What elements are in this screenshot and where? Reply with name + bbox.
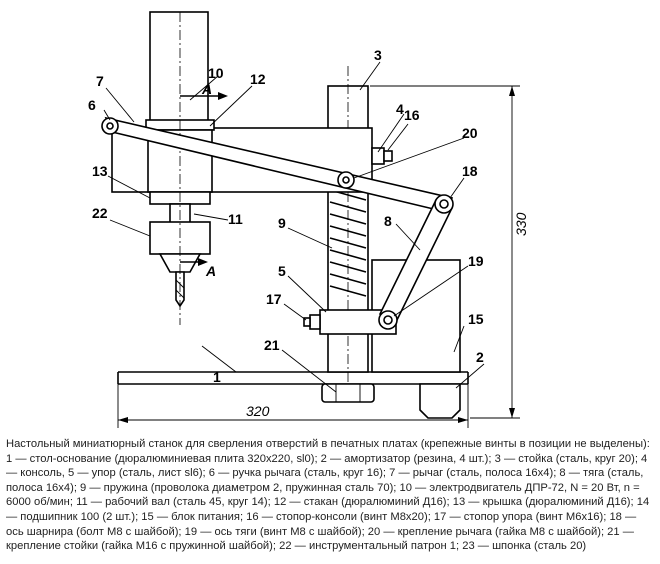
label-part-18: 18 (462, 163, 478, 179)
dimension-height-value: 330 (513, 212, 529, 236)
label-part-1: 1 (213, 369, 221, 385)
lever-handle[interactable] (101, 117, 119, 135)
label-part-21: 21 (264, 337, 280, 353)
shock-absorber (419, 383, 461, 419)
label-part-7: 7 (96, 73, 104, 89)
label-part-5: 5 (278, 263, 286, 279)
figure-caption: Настольный миниатюрный станок для сверле… (6, 438, 650, 553)
label-part-17: 17 (266, 291, 282, 307)
label-part-15: 15 (468, 311, 484, 327)
section-arrow-bottom (180, 258, 208, 266)
label-part-22: 22 (92, 205, 108, 221)
console-screw (371, 147, 393, 165)
dimension-width-value: 320 (246, 403, 270, 419)
section-arrow-top (180, 92, 228, 100)
leader-lines (103, 61, 485, 393)
base-table (117, 371, 469, 385)
label-section-a-top: A (201, 81, 212, 97)
label-part-9: 9 (278, 215, 286, 231)
motor (149, 11, 209, 123)
label-part-3: 3 (374, 47, 382, 63)
label-section-a-bottom: A (205, 263, 216, 279)
label-part-20: 20 (462, 125, 478, 141)
lever-nut (337, 171, 355, 189)
label-part-11: 11 (228, 211, 243, 227)
label-part-4: 4 (396, 101, 404, 117)
label-part-6: 6 (88, 97, 96, 113)
dimension-height (370, 85, 520, 419)
dimension-width (117, 384, 469, 428)
label-part-16: 16 (404, 107, 420, 123)
label-part-2: 2 (476, 349, 484, 365)
stop-screw (303, 314, 321, 330)
column-nut (321, 383, 375, 403)
label-part-10: 10 (208, 65, 224, 81)
hinge-axis (434, 194, 454, 214)
label-part-8: 8 (384, 213, 392, 229)
label-part-12: 12 (250, 71, 266, 87)
rod-axis (378, 310, 398, 330)
label-part-19: 19 (468, 253, 484, 269)
drilling-machine-drawing: 1 2 3 4 5 6 7 8 9 10 11 12 13 15 16 17 1… (88, 11, 529, 428)
label-part-13: 13 (92, 163, 108, 179)
